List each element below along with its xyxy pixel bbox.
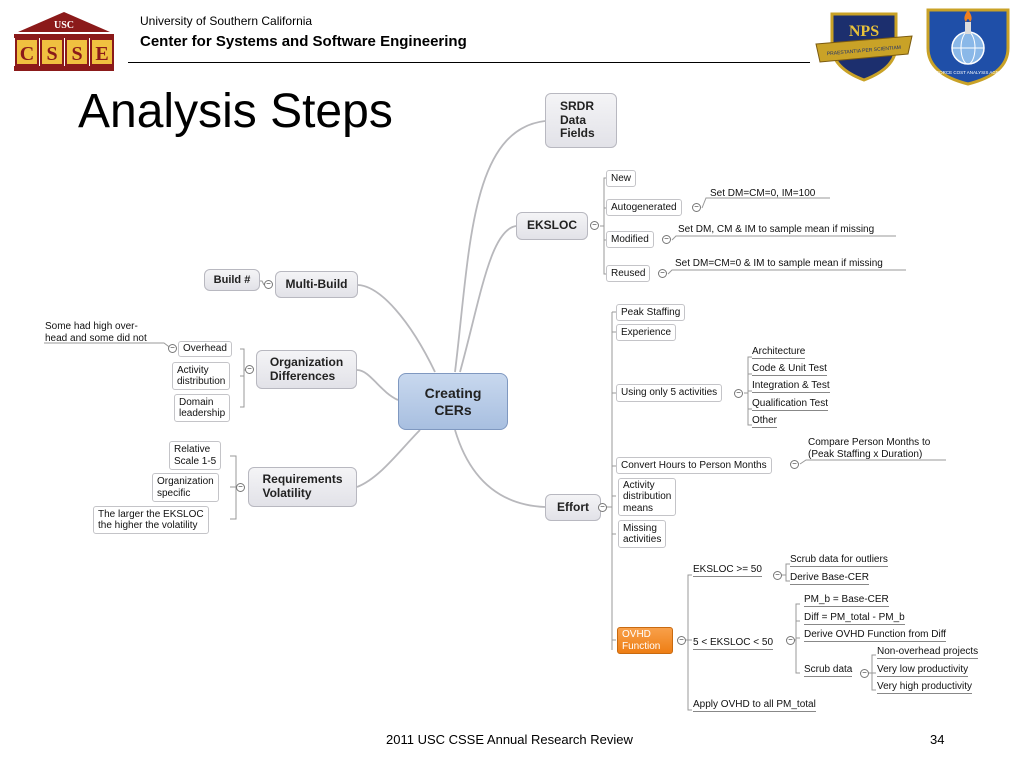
effort-node[interactable]: Effort	[545, 494, 601, 521]
req-organization-specific[interactable]: Organization specific	[152, 473, 219, 502]
eksloc-modified[interactable]: Modified	[606, 231, 654, 248]
req-relative-scale[interactable]: Relative Scale 1-5	[169, 441, 222, 470]
header-rule	[128, 62, 810, 63]
overhead-note: Some had high over- head and some did no…	[45, 321, 147, 344]
center-name: Center for Systems and Software Engineer…	[140, 33, 467, 50]
logo-usc-text: USC	[54, 20, 74, 31]
activity-qualification-test: Qualification Test	[752, 398, 828, 411]
effort-using-5-activities[interactable]: Using only 5 activities	[616, 384, 723, 402]
apply-ovhd: Apply OVHD to all PM_total	[693, 699, 816, 712]
derive-base-cer: Derive Base-CER	[790, 572, 869, 585]
eksloc-autogenerated[interactable]: Autogenerated	[606, 199, 682, 216]
pm-b: PM_b = Base-CER	[804, 594, 889, 607]
collapse-toggle[interactable]: −	[662, 235, 671, 244]
eksloc-range: 5 < EKSLOC < 50	[693, 637, 774, 650]
logo-letter: S	[46, 43, 57, 65]
eksloc-reused[interactable]: Reused	[606, 265, 651, 282]
effort-missing-activities[interactable]: Missing activities	[618, 520, 667, 548]
nps-logo-text: NPS	[849, 23, 879, 40]
req-larger-eksloc[interactable]: The larger the EKSLOC the higher the vol…	[93, 506, 209, 534]
logo-letter: C	[20, 43, 34, 65]
logo-letter: E	[95, 43, 108, 65]
activity-integration-test: Integration & Test	[752, 380, 830, 393]
diff: Diff = PM_total - PM_b	[804, 612, 905, 625]
activity-other: Other	[752, 415, 778, 428]
scrub-data: Scrub data	[804, 664, 853, 677]
branch-eksloc-link	[459, 225, 517, 373]
org-activity-distribution[interactable]: Activity distribution	[172, 362, 231, 390]
autogenerated-note: Set DM=CM=0, IM=100	[710, 188, 816, 199]
eksloc-new[interactable]: New	[606, 170, 637, 187]
requirements-volatility-node[interactable]: Requirements Volatility	[248, 467, 357, 507]
derive-ovhd: Derive OVHD Function from Diff	[804, 629, 947, 642]
effort-experience[interactable]: Experience	[616, 324, 677, 341]
collapse-toggle[interactable]: −	[734, 389, 743, 398]
org-domain-leadership[interactable]: Domain leadership	[174, 394, 231, 422]
effort-activity-distribution-means[interactable]: Activity distribution means	[618, 478, 677, 516]
multibuild-node[interactable]: Multi-Build	[275, 271, 358, 298]
branch-effort-link	[454, 429, 546, 508]
collapse-toggle[interactable]: −	[264, 280, 273, 289]
collapse-toggle[interactable]: −	[598, 503, 607, 512]
footer-text: 2011 USC CSSE Annual Research Review	[386, 732, 633, 747]
build-number-node[interactable]: Build #	[204, 269, 260, 291]
non-overhead-projects: Non-overhead projects	[877, 646, 979, 659]
org-differences-node[interactable]: Organization Differences	[256, 350, 357, 389]
university-name: University of Southern California	[140, 14, 313, 28]
scrub-outliers: Scrub data for outliers	[790, 554, 888, 567]
reused-note: Set DM=CM=0 & IM to sample mean if missi…	[675, 258, 883, 269]
logo-letter: S	[71, 43, 82, 65]
nps-logo: NPS PRAESTANTIA PER SCIENTIAM	[812, 6, 916, 84]
central-node[interactable]: Creating CERs	[398, 373, 508, 430]
very-high-productivity: Very high productivity	[877, 681, 973, 694]
activity-architecture: Architecture	[752, 346, 806, 359]
collapse-toggle[interactable]: −	[790, 460, 799, 469]
collapse-toggle[interactable]: −	[677, 636, 686, 645]
collapse-toggle[interactable]: −	[168, 344, 177, 353]
page-number: 34	[930, 732, 945, 747]
collapse-toggle[interactable]: −	[773, 571, 782, 580]
activity-code-unit-test: Code & Unit Test	[752, 363, 827, 376]
modified-note: Set DM, CM & IM to sample mean if missin…	[678, 224, 875, 235]
srdr-node[interactable]: SRDR Data Fields	[545, 93, 617, 148]
collapse-toggle[interactable]: −	[692, 203, 701, 212]
collapse-toggle[interactable]: −	[245, 365, 254, 374]
eksloc-node[interactable]: EKSLOC	[516, 212, 588, 240]
very-low-productivity: Very low productivity	[877, 664, 969, 677]
branch-srdr-link	[454, 120, 546, 373]
afcaa-logo: AIR FORCE COST ANALYSIS AGENCY	[920, 4, 1016, 86]
afcaa-logo-text: AIR FORCE COST ANALYSIS AGENCY	[928, 70, 1009, 75]
effort-peak-staffing[interactable]: Peak Staffing	[616, 304, 686, 321]
collapse-toggle[interactable]: −	[590, 221, 599, 230]
effort-convert-hours[interactable]: Convert Hours to Person Months	[616, 457, 772, 474]
page-title: Analysis Steps	[78, 85, 393, 138]
branch-org-link	[356, 369, 399, 401]
collapse-toggle[interactable]: −	[786, 636, 795, 645]
collapse-toggle[interactable]: −	[658, 269, 667, 278]
convert-note: Compare Person Months to (Peak Staffing …	[808, 437, 931, 460]
ovhd-function-node[interactable]: OVHD Function	[617, 627, 673, 654]
org-overhead[interactable]: Overhead	[178, 341, 232, 357]
collapse-toggle[interactable]: −	[860, 669, 869, 678]
eksloc-ge-50: EKSLOC >= 50	[693, 564, 762, 577]
branch-req-link	[356, 429, 421, 488]
collapse-toggle[interactable]: −	[236, 483, 245, 492]
usc-csse-logo: USC C S S E	[8, 10, 120, 74]
branch-multibuild-link	[357, 284, 436, 373]
